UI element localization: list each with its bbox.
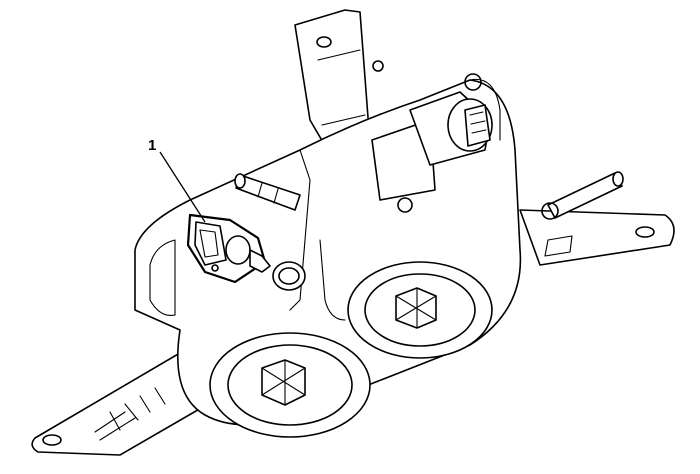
left-hose-fitting — [234, 173, 301, 211]
solenoid-valve — [371, 73, 493, 213]
callout-leader-line — [159, 151, 206, 223]
left-mounting-bracket — [31, 349, 216, 456]
sensor-component — [186, 213, 271, 284]
callout-number: 1 — [148, 137, 157, 154]
upper-hex-boss — [347, 261, 493, 359]
lower-hex-boss — [209, 332, 371, 438]
right-mounting-bracket — [519, 209, 675, 266]
o-ring-seal — [272, 261, 306, 291]
right-hose-fitting — [541, 171, 624, 220]
